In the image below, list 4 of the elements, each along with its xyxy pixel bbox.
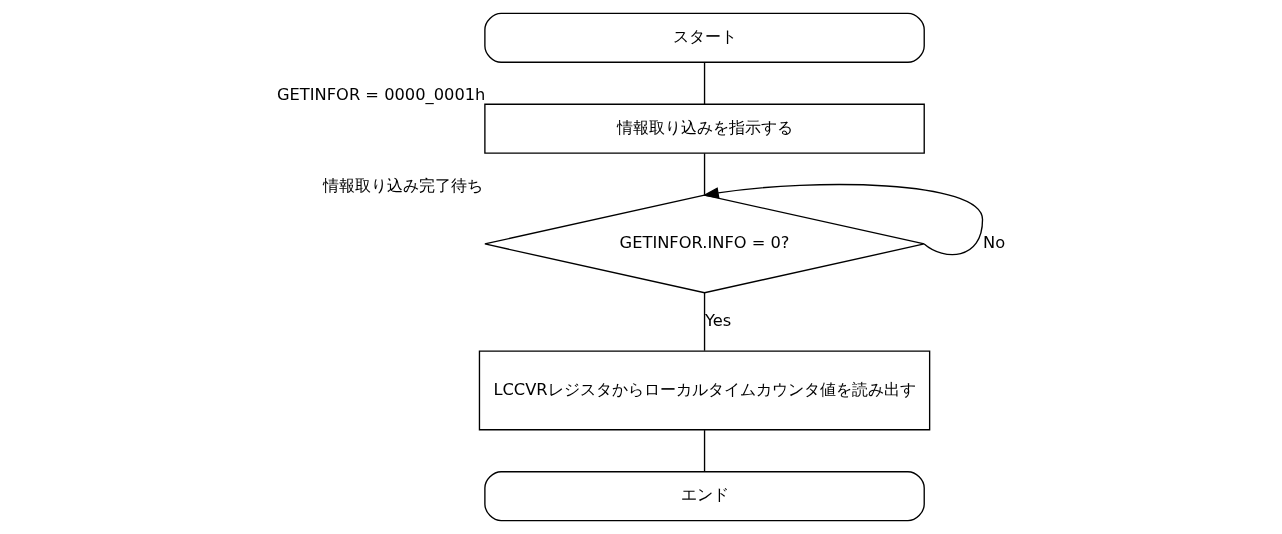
node-label: GETINFOR = 0000_0001h [276, 84, 485, 104]
node-label: 情報取り込み完了待ち [322, 175, 483, 195]
edge-label: Yes [704, 311, 731, 331]
edge-label: No [982, 233, 1005, 253]
